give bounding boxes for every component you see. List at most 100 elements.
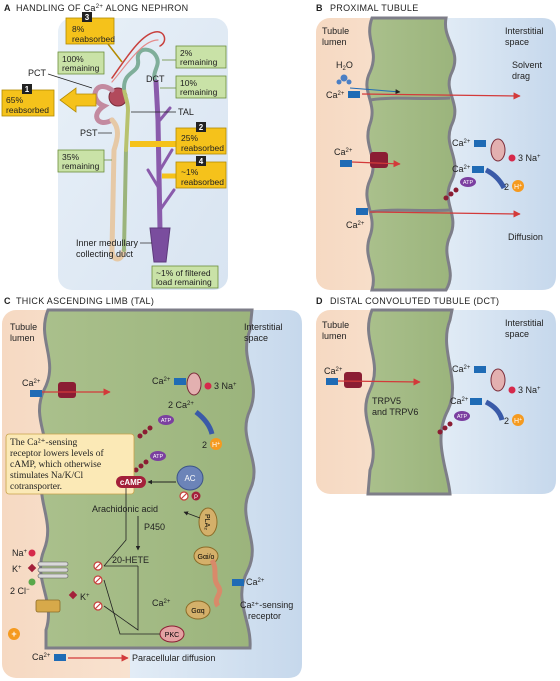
casr-receptor-icon: [209, 558, 223, 608]
capillary-2: [111, 39, 159, 83]
ca-icon: [232, 579, 244, 586]
panel-d: D DISTAL CONVOLUTED TUBULE (DCT) Tubule …: [316, 296, 556, 496]
ca-channel-icon: [58, 382, 76, 398]
c-gaq: Gαq: [191, 608, 204, 615]
camp-badge: [116, 476, 146, 488]
b-atp: ATP: [463, 180, 474, 186]
remaining-35-label: remaining: [62, 161, 100, 171]
remaining-10-label: remaining: [180, 87, 218, 97]
step-4-badge: [196, 156, 206, 166]
c-arachidonic: Arachidonic acid: [92, 504, 158, 514]
atp-icon: [454, 411, 470, 421]
ca-icon: [54, 654, 66, 661]
d-inter-2: space: [505, 329, 529, 339]
atp-icon: [158, 415, 174, 425]
d-channel-arrow: [337, 378, 421, 386]
step-2-label: reabsorbed: [181, 143, 224, 153]
na-icon: [508, 154, 516, 162]
b-diffusion: Diffusion: [508, 232, 543, 242]
b-solvent-1: Solvent: [512, 60, 543, 70]
note-line-5: cotransporter.: [10, 482, 62, 492]
remaining-final-label: load remaining: [156, 277, 212, 287]
d-inter-1: Interstitial: [505, 318, 544, 328]
ca-icon: [356, 208, 368, 215]
step-2-badge: [196, 122, 206, 132]
b-ca-3: Ca2+: [452, 138, 471, 148]
c-atp-2: ATP: [153, 454, 164, 460]
ca-icon: [174, 378, 186, 385]
remaining-final: ~1% of filtered load remaining: [151, 265, 219, 289]
d-h: H+: [514, 417, 522, 425]
step-3-label: reabsorbed: [72, 34, 115, 44]
romk-channel-icon: [35, 599, 61, 613]
collecting-duct: [153, 79, 163, 233]
step-2-box: 2 25% reabsorbed: [130, 122, 227, 155]
ca-icon: [30, 390, 42, 397]
remaining-2-label: remaining: [180, 57, 218, 67]
b-inter-1: Interstitial: [505, 26, 544, 36]
gaq-icon: [185, 600, 211, 620]
d-ca-2: Ca2+: [452, 364, 471, 374]
remaining-2-box: [175, 45, 227, 69]
d-lumen-1: Tubule: [322, 320, 349, 330]
solvent-drag-arrow: [361, 92, 521, 100]
inhibition-markers: [93, 561, 103, 611]
step-1-value: 65%: [6, 95, 23, 105]
proximal-junction-1: [369, 96, 451, 102]
na-ca-exchanger-icon: [490, 138, 506, 162]
panel-b: B PROXIMAL TUBULE Tubule lumen Interstit…: [316, 3, 556, 292]
imcd-base: [149, 227, 171, 263]
b-ca-4: Ca2+: [452, 164, 471, 174]
ca-icon: [474, 366, 486, 373]
remaining-100-label: remaining: [62, 63, 100, 73]
ca-icon: [474, 140, 486, 147]
c-gai: Gαi/o: [198, 554, 215, 561]
pst-descending: [109, 117, 127, 262]
step-3-value: 8%: [72, 24, 85, 34]
pct-label: PCT: [28, 68, 47, 78]
c-inter-2: space: [244, 333, 268, 343]
step-1-box: 1 65% reabsorbed: [1, 84, 97, 117]
step-4-fill: [175, 161, 227, 189]
na-icon: [204, 382, 212, 390]
pla2-icon: [198, 507, 218, 537]
ca-icon: [348, 91, 360, 98]
pct-leader: [47, 73, 93, 89]
d-lumen-2: lumen: [322, 331, 347, 341]
step-1-label: reabsorbed: [6, 105, 49, 115]
d-trpv5: TRPV5: [372, 396, 401, 406]
panel-b-letter: B: [316, 3, 323, 13]
c-na3: 3 Na+: [214, 381, 237, 391]
d-atp: ATP: [457, 414, 468, 420]
panel-b-title: PROXIMAL TUBULE: [330, 3, 419, 13]
atp-icon: [460, 177, 476, 187]
note-line-4: stimulates Na/K/Cl: [10, 471, 83, 481]
b-ca-2: Ca2+: [334, 147, 353, 157]
c-ca2: 2 Ca2+: [168, 400, 194, 410]
c-ac: AC: [184, 474, 195, 483]
capillary: [111, 31, 166, 79]
collecting-branches: [146, 106, 176, 212]
ca-channel-icon: [370, 152, 388, 168]
panel-a-letter: A: [4, 3, 11, 13]
dct-label: DCT: [146, 74, 165, 84]
d-ca-3: Ca2+: [450, 396, 469, 406]
step-4-label: reabsorbed: [181, 177, 224, 187]
adp-chain-icon: [133, 425, 153, 473]
proximal-cells: [365, 16, 457, 292]
b-ca-1: Ca2+: [326, 90, 345, 100]
remaining-100: 100% remaining: [57, 51, 105, 75]
step-3-box: 3 8% reabsorbed: [65, 12, 123, 63]
imcd-label-2: collecting duct: [76, 249, 134, 259]
panel-c-title: THICK ASCENDING LIMB (TAL): [16, 296, 154, 306]
cl-icon: [28, 578, 36, 586]
b-ca-5: Ca2+: [346, 220, 365, 230]
channel-arrow: [351, 160, 401, 168]
d-na3: 3 Na+: [518, 385, 541, 395]
remaining-35-value: 35%: [62, 152, 79, 162]
panel-d-letter: D: [316, 296, 323, 306]
remaining-10: 10% remaining: [160, 75, 227, 99]
note-line-2: receptor lowers levels of: [10, 448, 104, 459]
b-solvent-2: drag: [512, 71, 530, 81]
